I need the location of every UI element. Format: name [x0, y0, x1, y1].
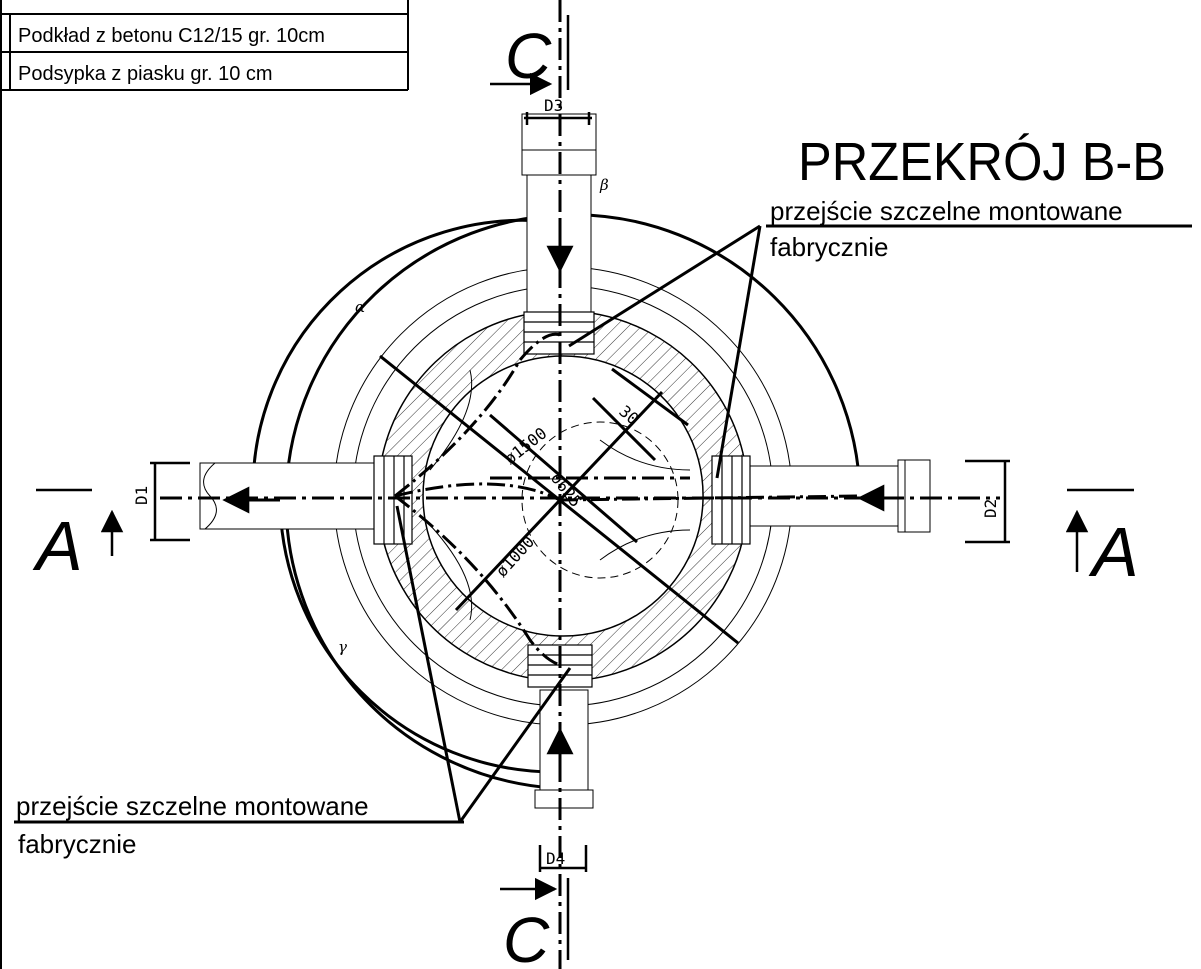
dim-d1: [150, 461, 190, 542]
legend-row-sand: Podsypka z piasku gr. 10 cm: [18, 63, 273, 85]
inner-angle-arc-lower: [278, 499, 554, 774]
note-bottom-line2: fabrycznie: [18, 829, 137, 859]
dim-dia-625: ø625: [547, 469, 586, 511]
dim-d3-label: D3: [544, 96, 563, 115]
channel-outlines: [429, 369, 691, 621]
section-c-top: [490, 15, 570, 96]
note-bottom-line1: przejście szczelne montowane: [16, 791, 369, 821]
section-a-right-label: A: [1088, 513, 1139, 591]
outer-angle-arc: [284, 213, 862, 790]
section-c-top-label: C: [505, 20, 552, 92]
inner-angle-arc: [251, 218, 554, 498]
legend-table: Podkład z betonu C12/15 gr. 10cm Podsypk…: [0, 0, 409, 91]
angle-alpha: α: [355, 298, 365, 316]
dim-d4-label: D4: [546, 849, 565, 868]
dim-dia-1000: ø1000: [492, 532, 538, 581]
angle-beta: β: [599, 176, 609, 194]
section-c-bottom-label: C: [503, 904, 550, 969]
dim-d4: [538, 845, 588, 872]
section-a-left-label: A: [32, 507, 83, 585]
pipe-right: [737, 459, 931, 533]
legend-row-concrete: Podkład z betonu C12/15 gr. 10cm: [18, 25, 325, 47]
note-top-line2: fabrycznie: [770, 232, 889, 262]
leader-lines: [14, 224, 1192, 824]
note-top-line1: przejście szczelne montowane: [770, 196, 1123, 226]
dim-d3: [524, 112, 592, 125]
angle-gamma: γ: [338, 638, 347, 656]
dim-d2: [965, 459, 1010, 544]
pipe-bottom: [534, 689, 594, 809]
section-c-bottom: [500, 877, 570, 960]
diameter-lines: [379, 354, 739, 645]
section-a-left: [36, 488, 124, 556]
seal-left: [373, 455, 413, 545]
section-title: PRZEKRÓJ B-B: [798, 132, 1166, 192]
section-a-right: [1065, 488, 1134, 572]
pipe-left: [199, 462, 391, 530]
dim-d1-label: D1: [132, 486, 151, 505]
flow-arrows: [222, 222, 898, 772]
dashed-circle: [521, 421, 679, 579]
dim-d2-label: D2: [981, 499, 1000, 518]
